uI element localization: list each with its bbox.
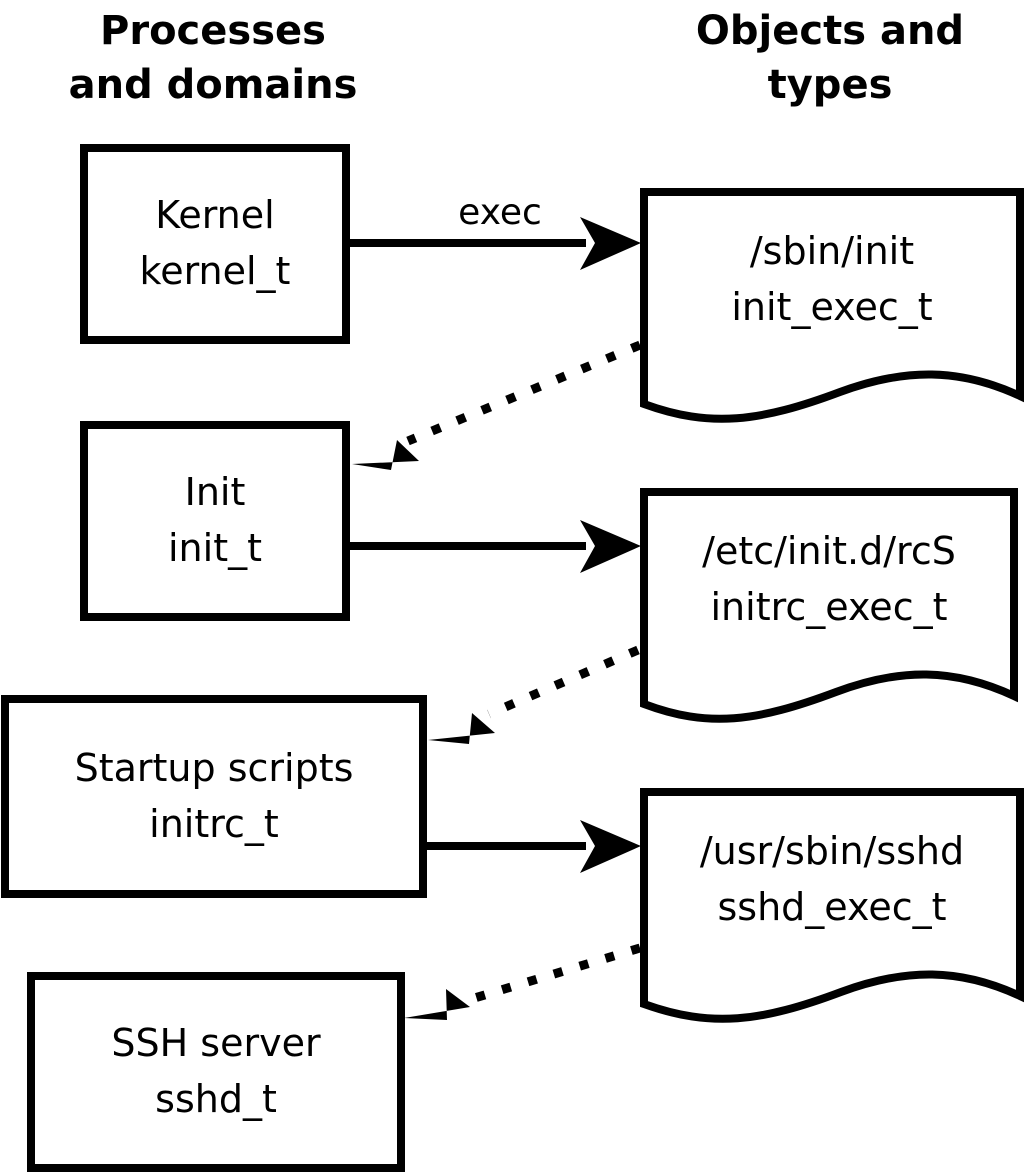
edge-rcs-transition-arrowhead bbox=[428, 713, 495, 744]
node-sbin-init-line2: init_exec_t bbox=[731, 285, 932, 329]
node-etc-initd-rcs-document[interactable] bbox=[640, 488, 1018, 723]
column-title-objects-line2: types bbox=[768, 62, 893, 108]
node-sbin-init-document[interactable] bbox=[640, 188, 1024, 423]
node-init[interactable]: Init init_t bbox=[80, 421, 350, 621]
edge-kernel-exec-arrowhead bbox=[580, 217, 641, 270]
node-usr-sbin-sshd-line1: /usr/sbin/sshd bbox=[700, 829, 964, 873]
node-startup-scripts-line1: Startup scripts bbox=[75, 746, 354, 790]
edge-rcs-transition-startup-scripts bbox=[428, 645, 640, 744]
node-ssh-server-line1: SSH server bbox=[111, 1021, 321, 1065]
column-title-objects-line1: Objects and bbox=[696, 8, 964, 54]
node-startup-scripts-box[interactable] bbox=[1, 695, 427, 898]
node-etc-initd-rcs-line2: initrc_exec_t bbox=[711, 585, 948, 629]
column-title-objects: Objects and types bbox=[696, 8, 964, 108]
node-init-line1: Init bbox=[185, 470, 246, 514]
node-etc-initd-rcs-line1: /etc/init.d/rcS bbox=[702, 529, 956, 573]
node-startup-scripts-line2: initrc_t bbox=[149, 802, 279, 846]
edge-init-exec-rcs bbox=[346, 520, 641, 573]
node-ssh-server[interactable]: SSH server sshd_t bbox=[27, 972, 405, 1172]
node-usr-sbin-sshd-line2: sshd_exec_t bbox=[717, 885, 946, 929]
node-startup-scripts[interactable]: Startup scripts initrc_t bbox=[1, 695, 427, 898]
node-kernel-line2: kernel_t bbox=[140, 249, 291, 293]
column-title-processes-line2: and domains bbox=[69, 62, 358, 108]
node-usr-sbin-sshd[interactable]: /usr/sbin/sshd sshd_exec_t bbox=[640, 788, 1024, 1023]
node-etc-initd-rcs[interactable]: /etc/init.d/rcS initrc_exec_t bbox=[640, 488, 1018, 723]
edge-init-exec-arrowhead bbox=[580, 520, 641, 573]
node-init-box[interactable] bbox=[80, 421, 350, 621]
node-kernel[interactable]: Kernel kernel_t bbox=[80, 144, 350, 344]
edge-rcs-transition-line bbox=[487, 645, 640, 719]
node-ssh-server-line2: sshd_t bbox=[155, 1077, 277, 1121]
column-title-processes-line1: Processes bbox=[100, 8, 326, 54]
node-sbin-init-line1: /sbin/init bbox=[750, 229, 914, 273]
edge-startup-scripts-exec-sshd bbox=[423, 820, 641, 873]
edge-sbin-init-transition-arrowhead bbox=[352, 440, 419, 470]
node-kernel-box[interactable] bbox=[80, 144, 350, 344]
node-ssh-server-box[interactable] bbox=[27, 972, 405, 1172]
column-title-processes: Processes and domains bbox=[69, 8, 358, 108]
edge-label-exec: exec bbox=[458, 192, 542, 233]
edge-sbin-init-transition-init bbox=[352, 340, 642, 470]
node-usr-sbin-sshd-document[interactable] bbox=[640, 788, 1024, 1023]
edge-sshd-transition-ssh-server bbox=[404, 943, 642, 1020]
edge-sshd-transition-arrowhead bbox=[404, 989, 470, 1020]
node-init-line2: init_t bbox=[168, 526, 262, 570]
node-kernel-line1: Kernel bbox=[155, 193, 274, 237]
edge-startup-scripts-exec-arrowhead bbox=[580, 820, 641, 873]
node-sbin-init[interactable]: /sbin/init init_exec_t bbox=[640, 188, 1024, 423]
edge-kernel-exec-sbin-init: exec bbox=[346, 192, 641, 270]
edge-sshd-transition-line bbox=[466, 943, 642, 1005]
edge-sbin-init-transition-line bbox=[406, 340, 642, 446]
